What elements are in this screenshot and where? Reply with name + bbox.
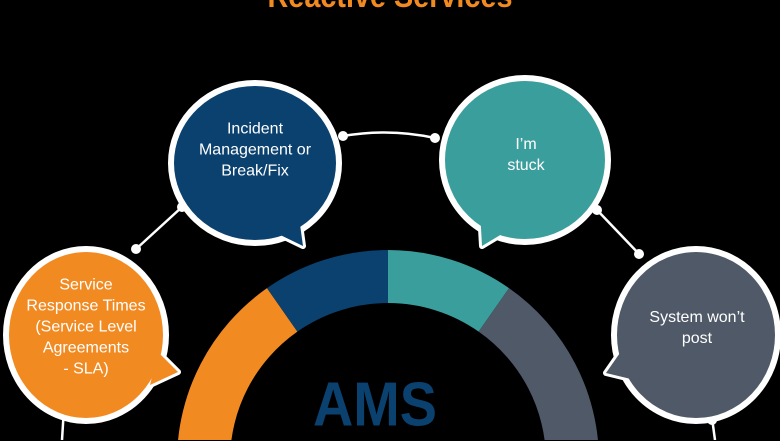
arc-segment-system: [478, 288, 598, 440]
diagram-title: Reactive Services: [39, 0, 741, 15]
arc-segment-incident: [266, 250, 388, 332]
bubble-sla: [3, 246, 181, 424]
center-label: AMS: [312, 370, 438, 440]
bubble-stuck: [439, 75, 611, 249]
connectors: [60, 131, 717, 440]
connector-stuck-system: [596, 209, 641, 256]
bubble-incident: [168, 80, 342, 249]
arc-segment-stuck: [388, 250, 510, 332]
connector-incident-sla: [134, 206, 183, 251]
speech-bubbles: [3, 75, 780, 424]
bubble-system: [603, 246, 780, 424]
ams-arc: [178, 250, 598, 440]
arc-segment-sla: [178, 288, 298, 440]
connector-incident-stuck: [342, 131, 436, 140]
